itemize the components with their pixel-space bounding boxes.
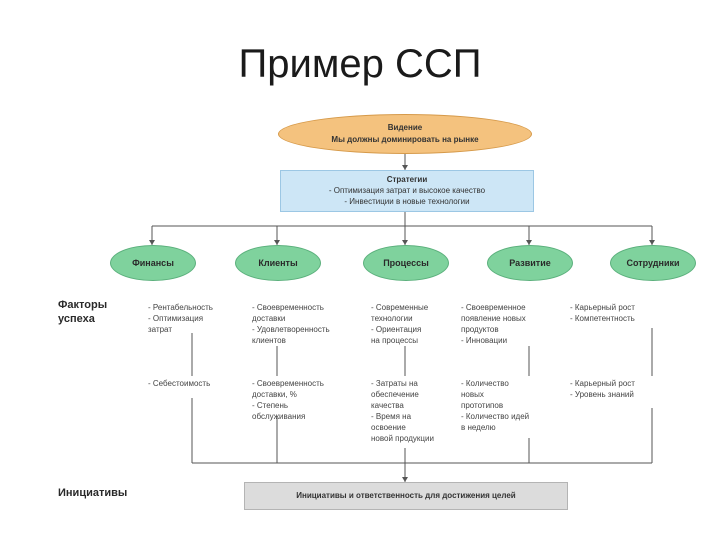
strategy-item: - Инвестиции в новые технологии	[344, 197, 470, 206]
factor-employees: - Карьерный рост - Компетентность	[570, 303, 635, 323]
perspective-employees: Сотрудники	[610, 245, 696, 281]
indicator-development: - Количество новых прототипов - Количест…	[461, 379, 530, 432]
row-label-factors: Факторы успеха	[58, 299, 108, 325]
vision-text: Мы должны доминировать на рынке	[331, 135, 479, 144]
perspective-clients: Клиенты	[235, 245, 321, 281]
indicator-finance: - Себестоимость	[148, 379, 211, 388]
vision-ellipse: Видение Мы должны доминировать на рынке	[278, 114, 532, 154]
indicator-employees: - Карьерный рост - Уровень знаний	[570, 379, 635, 399]
indicator-processes: - Затраты на обеспечение качества - Врем…	[371, 379, 434, 443]
initiatives-box: Инициативы и ответственность для достиже…	[244, 482, 568, 510]
row-label-initiatives: Инициативы	[58, 487, 128, 499]
factor-processes: - Современные технологии - Ориентация на…	[371, 303, 429, 345]
factor-development: - Своевременное появление новых продукто…	[461, 303, 526, 345]
vision-title: Видение	[387, 123, 423, 132]
perspective-development: Развитие	[487, 245, 573, 281]
perspective-processes: Процессы	[363, 245, 449, 281]
slide-title: Пример ССП	[238, 42, 482, 86]
bsc-diagram: Видение Мы должны доминировать на рынке …	[56, 108, 696, 516]
factor-clients: - Своевременность доставки - Удовлетворе…	[252, 303, 330, 345]
factor-finance: - Рентабельность - Оптимизация затрат	[148, 303, 213, 334]
strategy-title: Стратегии	[386, 175, 428, 184]
indicator-clients: - Своевременность доставки, % - Степень …	[252, 379, 324, 421]
strategy-box: Стратегии - Оптимизация затрат и высокое…	[280, 170, 534, 212]
strategy-item: - Оптимизация затрат и высокое качество	[328, 186, 486, 195]
connector-lines	[149, 154, 655, 482]
perspective-finance: Финансы	[110, 245, 196, 281]
